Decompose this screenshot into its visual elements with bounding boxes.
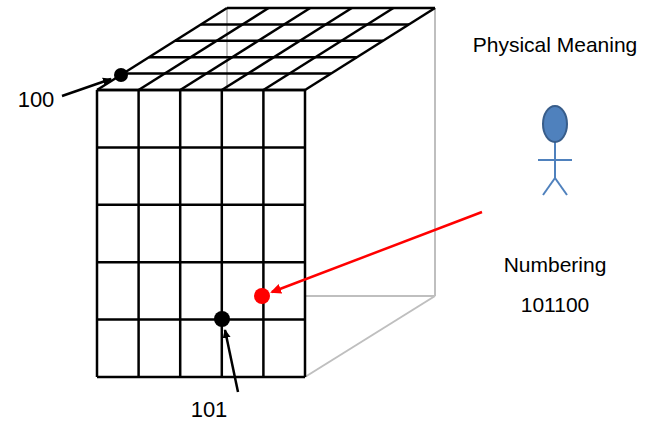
red-arrow	[272, 212, 482, 292]
red-dot	[254, 288, 270, 304]
callout-number: 101	[191, 398, 228, 422]
caption-text: Numbering	[504, 253, 607, 276]
caption-text: Physical Meaning	[473, 33, 638, 56]
callout-number: 100	[18, 88, 55, 112]
grid-dot	[214, 311, 230, 327]
code-number: 101100	[521, 293, 590, 316]
leader-arrow	[225, 330, 238, 392]
stick-figure	[538, 106, 572, 195]
top-grid	[97, 8, 435, 90]
front-grid	[97, 90, 305, 377]
hidden-edges	[97, 8, 435, 377]
corner-dot	[114, 68, 128, 82]
leader-arrow	[62, 79, 111, 96]
